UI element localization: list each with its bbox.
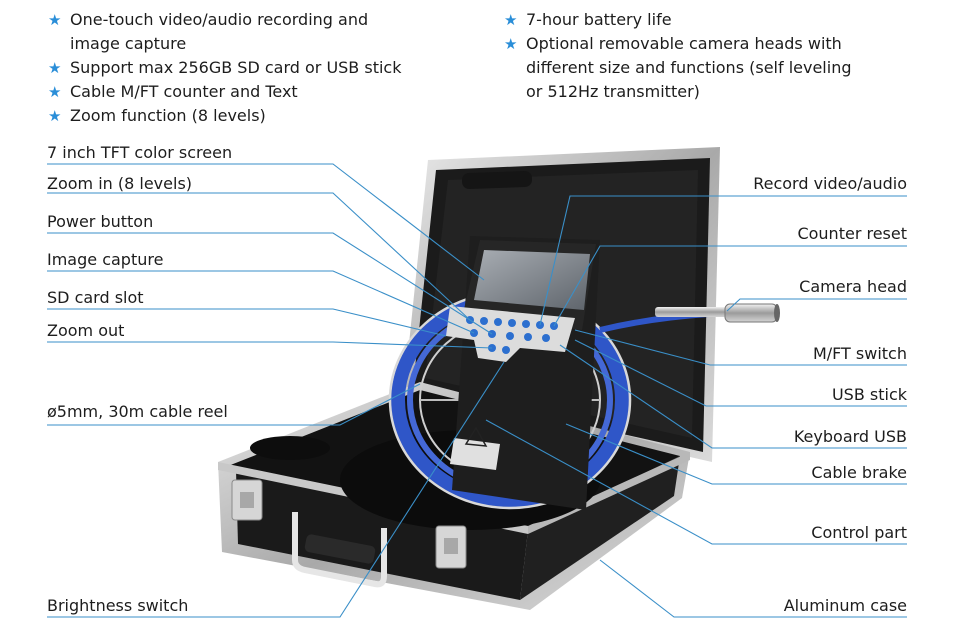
callout-cable-reel: ø5mm, 30m cable reel [47,402,228,421]
callout-image-capture: Image capture [47,250,164,269]
callout-screen: 7 inch TFT color screen [47,143,233,162]
feature-list-right: ★7-hour battery life ★Optional removable… [504,8,852,104]
star-icon: ★ [48,11,62,29]
callout-sd-card-slot: SD card slot [47,288,144,307]
callout-power-button: Power button [47,212,154,231]
callout-zoom-in: Zoom in (8 levels) [47,174,193,193]
callout-mft-switch: M/FT switch [812,344,907,363]
callout-cable-brake: Cable brake [811,463,907,482]
callout-zoom-out: Zoom out [47,321,125,340]
feature-item: ★Zoom function (8 levels) [48,104,401,128]
callout-brightness-switch: Brightness switch [47,596,189,615]
leader-lines-left [47,163,505,618]
callout-camera-head: Camera head [799,277,907,296]
star-icon: ★ [48,59,62,77]
feature-item: ★Support max 256GB SD card or USB stick [48,56,401,80]
callout-record-video: Record video/audio [753,174,907,193]
callout-control-part: Control part [811,523,907,542]
callout-keyboard-usb: Keyboard USB [793,427,907,446]
camera-head [655,303,780,323]
case-handle [292,512,387,588]
latch-left [231,479,263,521]
leader-lines-right [485,195,907,618]
feature-item: ★Cable M/FT counter and Text [48,80,401,104]
feature-item: ★7-hour battery life [504,8,852,32]
star-icon: ★ [504,35,518,53]
callout-usb-stick: USB stick [831,385,907,404]
star-icon: ★ [48,83,62,101]
control-unit [446,236,600,510]
callout-counter-reset: Counter reset [797,224,907,243]
latch-right [435,525,467,569]
star-icon: ★ [48,107,62,125]
callout-aluminum-case: Aluminum case [783,596,907,615]
star-icon: ★ [504,11,518,29]
